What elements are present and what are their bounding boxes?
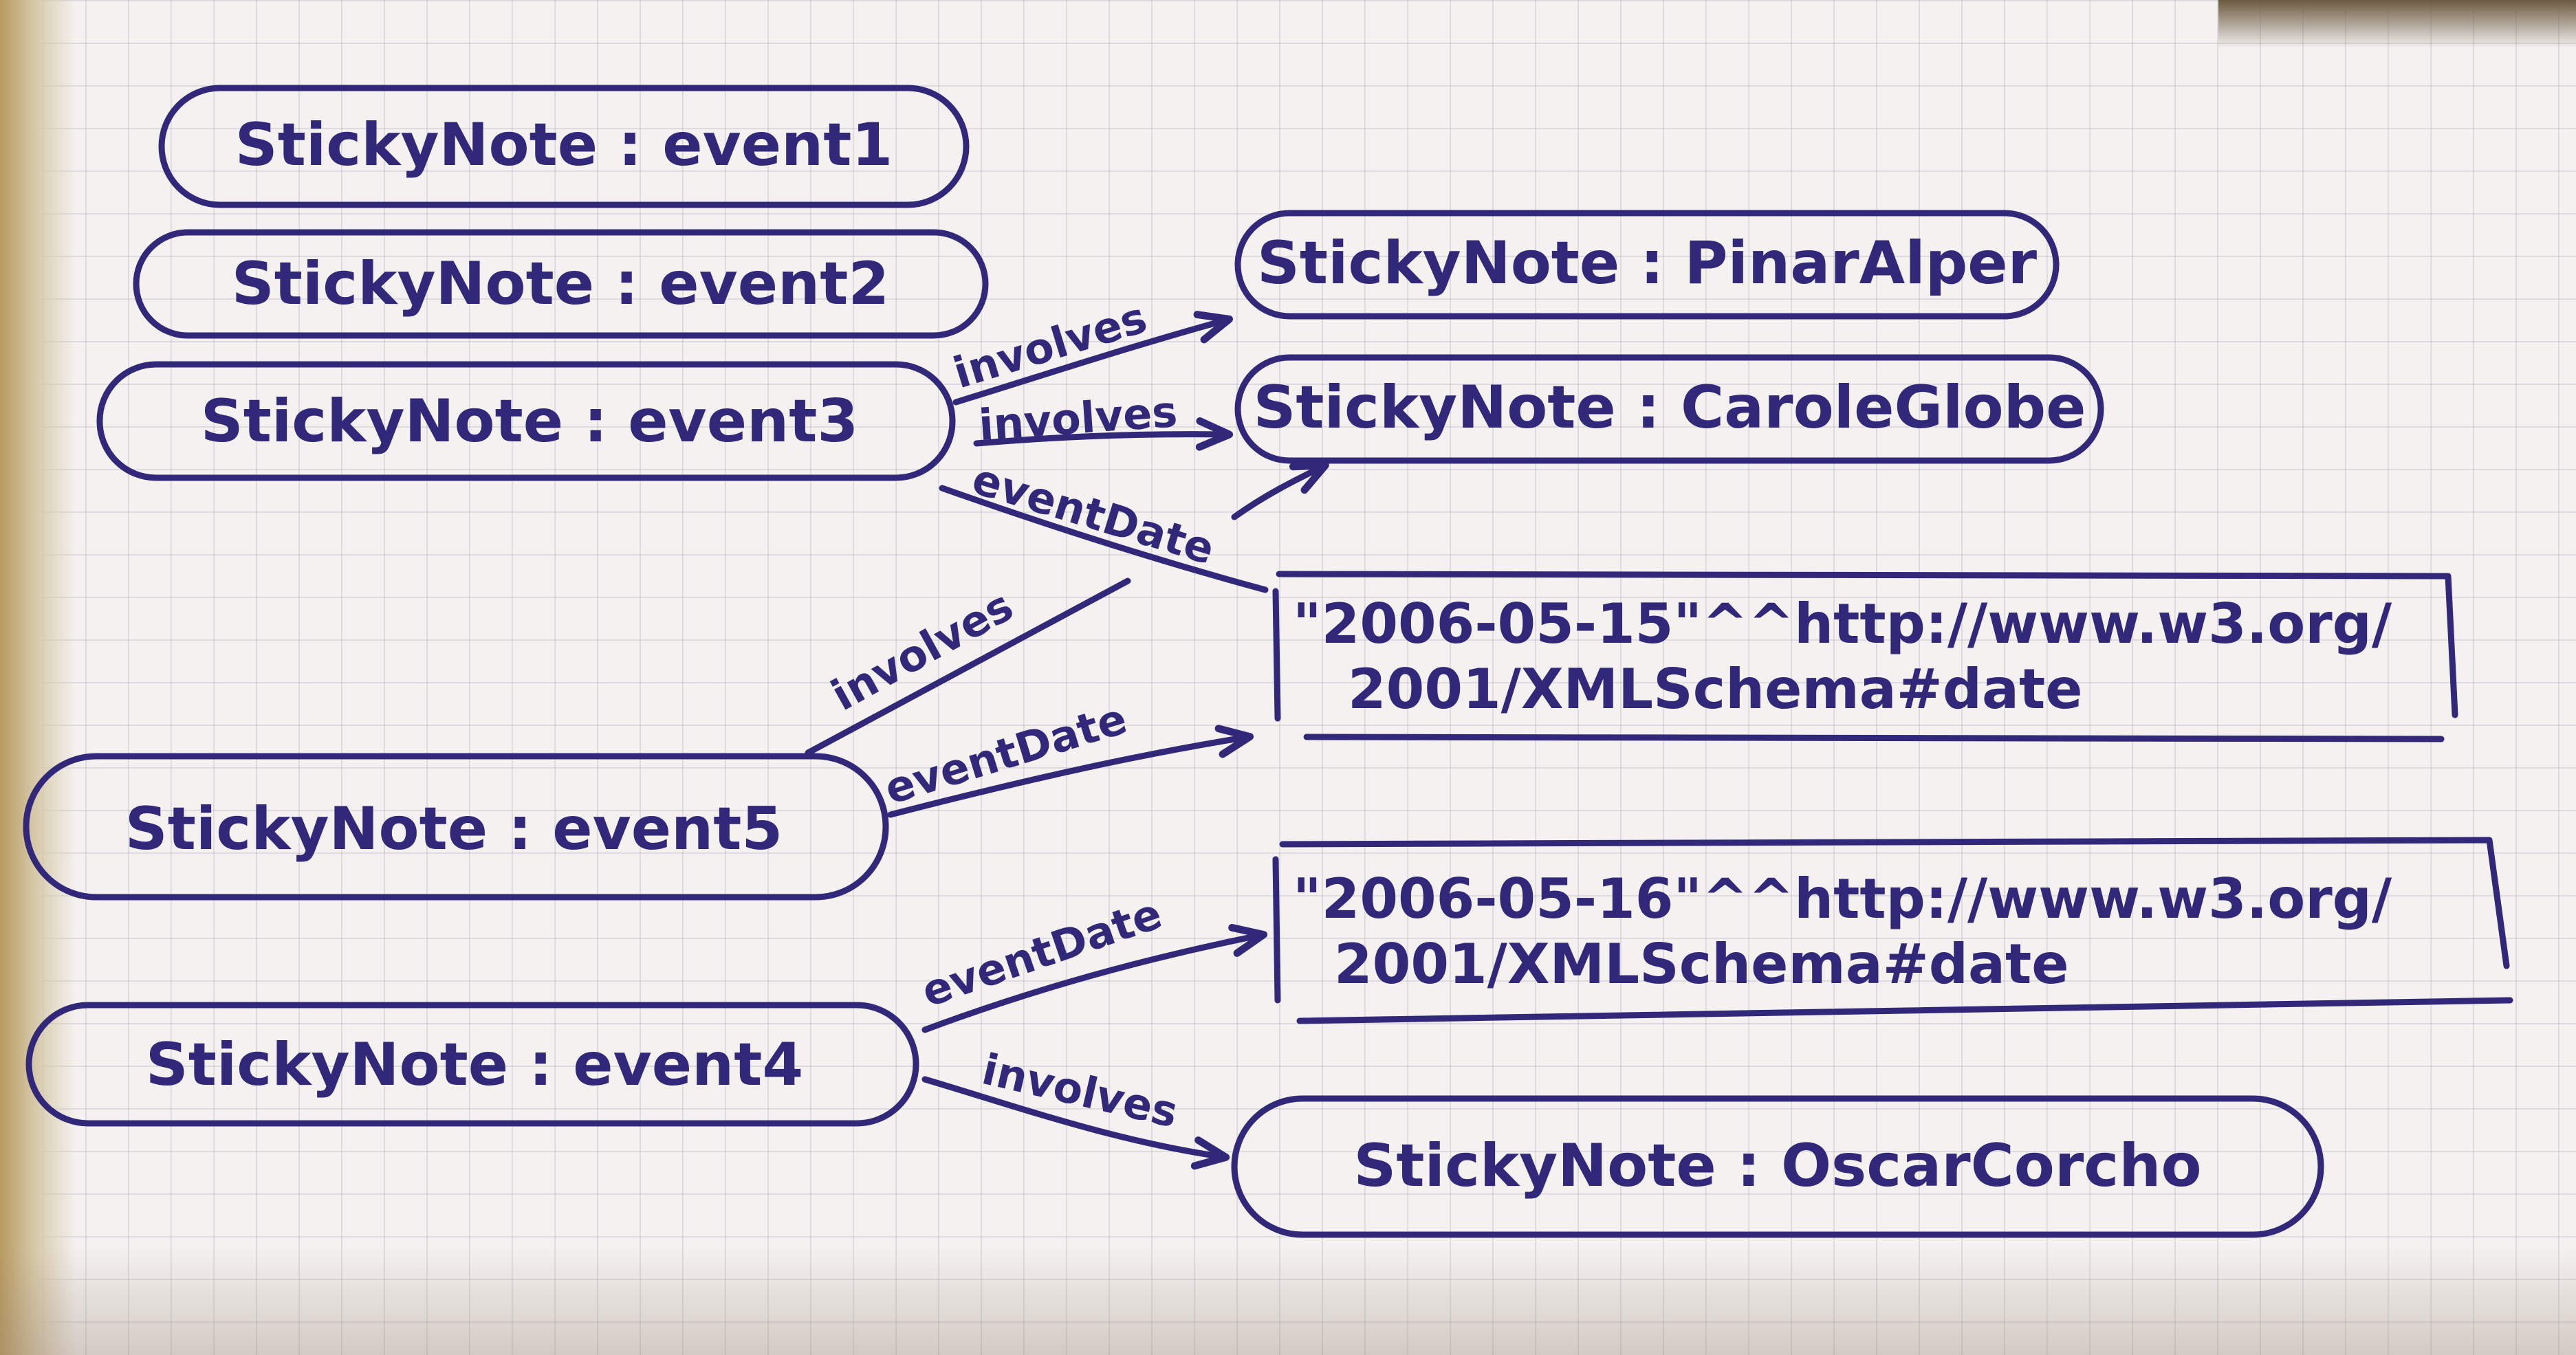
edge-event3-date-label: eventDate <box>967 454 1221 575</box>
node-event1-ellipse <box>158 85 970 208</box>
node-oscar-corcho-ellipse <box>1231 1095 2324 1238</box>
node-event5: StickyNote : event5 <box>23 753 889 901</box>
literal-date-15-bottom-border <box>1303 734 2445 742</box>
literal-date-15-line1: "2006-05-15"^^http://www.w3.org/ <box>1293 592 2392 656</box>
edge-event3-date-line <box>939 485 1269 593</box>
node-pinar-alper-label: StickyNote : PinarAlper <box>1257 229 2038 298</box>
edge-event5-carole-label: involves <box>823 580 1021 720</box>
node-pinar-alper-ellipse <box>1234 210 2060 320</box>
node-event2-label: StickyNote : event2 <box>232 250 889 318</box>
edge-event4-eventdate: eventDate <box>915 888 1268 1033</box>
literal-date-16-line1: "2006-05-16"^^http://www.w3.org/ <box>1293 867 2392 931</box>
edge-event3-involves-pinar: involves <box>948 292 1234 406</box>
edge-event3-eventdate: eventDate <box>939 454 1269 593</box>
edge-event4-date-arrow <box>921 924 1268 1033</box>
node-event1-label: StickyNote : event1 <box>235 111 893 179</box>
node-event4-label: StickyNote : event4 <box>146 1031 803 1099</box>
node-event3: StickyNote : event3 <box>96 361 956 481</box>
literal-date-15-line2: 2001/XMLSchema#date <box>1348 657 2083 721</box>
paper-edge-shadow-left <box>0 0 76 1355</box>
node-event4: StickyNote : event4 <box>25 1002 919 1127</box>
literal-date-2006-05-15: "2006-05-15"^^http://www.w3.org/ 2001/XM… <box>1272 571 2458 742</box>
node-carole-globe-label: StickyNote : CaroleGlobe <box>1253 373 2086 442</box>
edge-event3-carole-label: involves <box>977 386 1179 450</box>
edge-event3-pinar-arrow <box>952 311 1234 406</box>
paper-edge-shadow-bottom <box>0 1245 2576 1355</box>
paper-edge-shadow-top <box>2218 0 2576 48</box>
literal-date-15-left-border <box>1272 588 1281 722</box>
edge-event4-oscar-arrow <box>921 1076 1230 1170</box>
node-event5-ellipse <box>23 753 889 901</box>
edge-event4-involves-oscar: involves <box>921 1044 1230 1170</box>
edge-event4-date-label: eventDate <box>915 888 1168 1017</box>
literal-date-16-bottom-border <box>1296 997 2513 1024</box>
node-carole-globe: StickyNote : CaroleGlobe <box>1234 354 2104 464</box>
node-oscar-corcho: StickyNote : OscarCorcho <box>1231 1095 2324 1238</box>
literal-date-16-top-border <box>1279 837 2510 969</box>
literal-date-15-top-border <box>1276 571 2458 718</box>
node-event5-label: StickyNote : event5 <box>125 795 783 863</box>
node-event2: StickyNote : event2 <box>133 229 989 339</box>
node-event2-ellipse <box>133 229 989 339</box>
literal-date-2006-05-16: "2006-05-16"^^http://www.w3.org/ 2001/XM… <box>1272 837 2513 1024</box>
literal-date-16-left-border <box>1272 856 1281 1004</box>
node-event3-ellipse <box>96 361 956 481</box>
node-oscar-corcho-label: StickyNote : OscarCorcho <box>1353 1132 2201 1200</box>
edge-event5-date-label: eventDate <box>879 693 1133 814</box>
edge-event5-date-arrow <box>887 725 1254 818</box>
edge-event5-carole-line-lower <box>805 577 1131 756</box>
node-event1: StickyNote : event1 <box>158 85 970 208</box>
edge-event5-carole-arrow-upper <box>1231 461 1329 520</box>
node-event4-ellipse <box>25 1002 919 1127</box>
edge-event3-carole-arrow <box>973 417 1234 451</box>
edge-event3-involves-carole: involves <box>973 386 1234 451</box>
edge-event5-eventdate: eventDate <box>879 693 1254 818</box>
node-pinar-alper: StickyNote : PinarAlper <box>1234 210 2060 320</box>
literal-date-16-line2: 2001/XMLSchema#date <box>1334 932 2069 996</box>
node-event3-label: StickyNote : event3 <box>201 387 858 456</box>
node-carole-globe-ellipse <box>1234 354 2104 464</box>
